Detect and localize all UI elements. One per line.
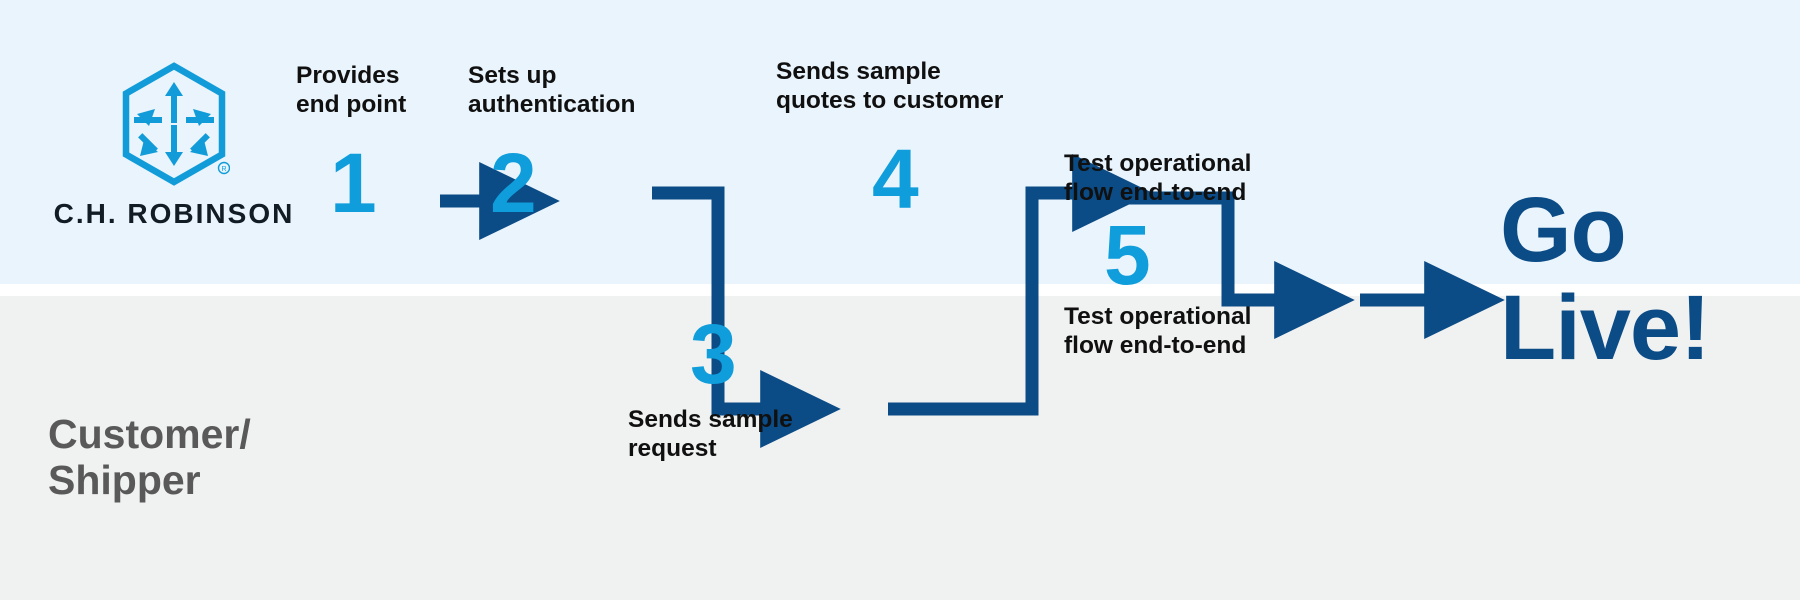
step-3-number: 3 (690, 307, 737, 401)
go-live-line-2: Live! (1500, 276, 1711, 379)
step-1-caption: Provides end point (296, 62, 407, 118)
go-live-outcome: Go Live! (1500, 179, 1711, 379)
step-4: Sends sample quotes to customer 4 (776, 58, 1003, 221)
step-2-caption: Sets up authentication (468, 62, 636, 118)
brand-block: R C.H. ROBINSON (48, 62, 300, 230)
lane-label-customer-shipper: Customer/ Shipper (48, 411, 251, 503)
step-4-caption: Sends sample quotes to customer (776, 58, 1004, 114)
go-live-line-1: Go (1500, 179, 1627, 281)
step-4-number: 4 (872, 132, 919, 227)
step-5-number: 5 (1104, 208, 1151, 303)
step-2: Sets up authentication 2 (468, 62, 635, 225)
step-1: Provides end point 1 (296, 62, 406, 225)
step-2-number: 2 (490, 136, 537, 231)
step-3-caption: Sends sample request (628, 406, 793, 462)
step-5: Test operational flow end-to-end 5 Test … (1064, 150, 1324, 361)
svg-text:R: R (221, 166, 226, 173)
step-5-caption-top: Test operational flow end-to-end (1064, 150, 1252, 206)
brand-name: C.H. ROBINSON (53, 198, 295, 229)
step-5-caption-bottom: Test operational flow end-to-end (1064, 303, 1252, 359)
step-1-number: 1 (330, 136, 377, 231)
step-3: 3 Sends sample request (628, 312, 858, 463)
hexagon-arrows-logo-icon: R (122, 62, 230, 186)
